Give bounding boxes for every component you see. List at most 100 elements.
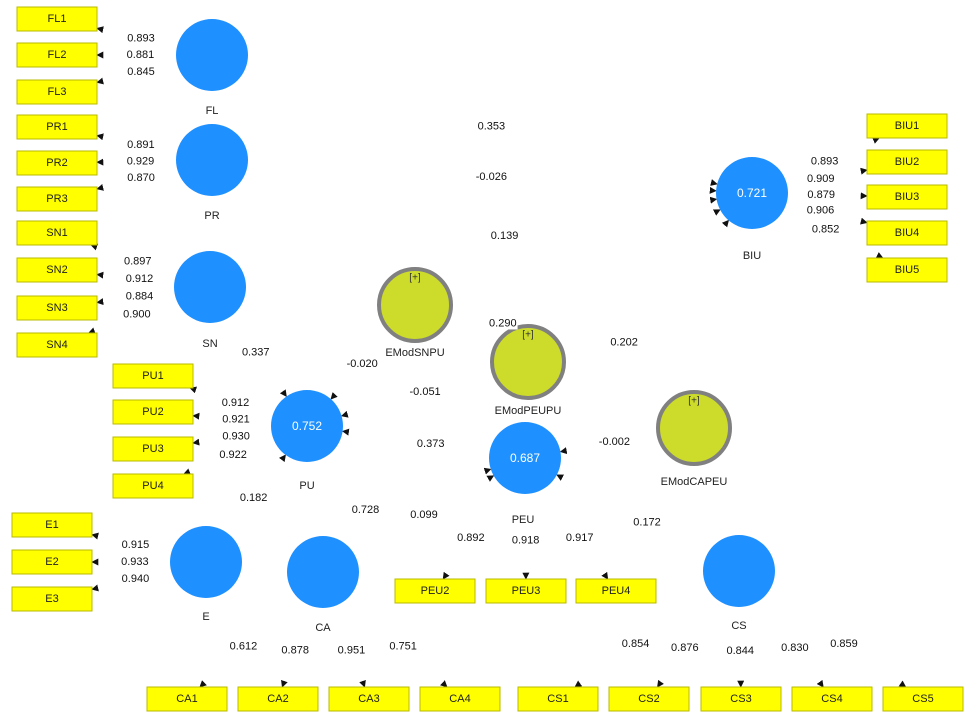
construct-pr[interactable]: PR [176, 124, 248, 222]
moderator-circle [490, 324, 566, 400]
indicator-label: FL3 [48, 86, 67, 98]
indicator-sn1[interactable]: SN1 [16, 220, 98, 246]
moderator-circle [377, 267, 453, 343]
moderator-emodpeupu[interactable]: [+]EModPEUPU [490, 324, 566, 417]
indicator-box [112, 399, 194, 425]
loading-label-biu5: 0.852 [812, 224, 840, 236]
indicator-label: CS3 [730, 693, 751, 705]
indicator-cs1[interactable]: CS1 [517, 686, 599, 712]
indicator-label: PEU4 [602, 585, 631, 597]
moderator-coef-emodsnpu: -0.020 [347, 358, 378, 370]
indicator-e3[interactable]: E3 [11, 586, 93, 612]
loading-label-e2: 0.933 [121, 556, 149, 568]
indicator-cs4[interactable]: CS4 [791, 686, 873, 712]
indicator-label: CS5 [912, 693, 933, 705]
indicator-cs3[interactable]: CS3 [700, 686, 782, 712]
indicator-biu1[interactable]: BIU1 [866, 113, 948, 139]
loading-label-ca2: 0.878 [281, 645, 309, 657]
loading-label-fl3: 0.845 [127, 66, 155, 78]
indicator-box [237, 686, 319, 712]
indicator-peu3[interactable]: PEU3 [485, 578, 567, 604]
indicator-box [866, 220, 948, 246]
indicator-label: CS4 [821, 693, 842, 705]
construct-label: CS [731, 620, 746, 632]
construct-label: BIU [743, 250, 761, 262]
indicator-pr3[interactable]: PR3 [16, 186, 98, 212]
expand-icon[interactable]: [+] [409, 273, 421, 284]
indicator-box [608, 686, 690, 712]
indicator-fl3[interactable]: FL3 [16, 79, 98, 105]
indicator-cs2[interactable]: CS2 [608, 686, 690, 712]
indicator-sn3[interactable]: SN3 [16, 295, 98, 321]
indicator-fl1[interactable]: FL1 [16, 6, 98, 32]
indicator-biu4[interactable]: BIU4 [866, 220, 948, 246]
construct-fl[interactable]: FL [176, 19, 248, 117]
indicator-biu3[interactable]: BIU3 [866, 184, 948, 210]
indicator-label: CA3 [358, 693, 379, 705]
indicator-box [517, 686, 599, 712]
indicator-box [328, 686, 410, 712]
indicator-box [16, 114, 98, 140]
indicator-label: PU4 [142, 480, 163, 492]
indicator-peu2[interactable]: PEU2 [394, 578, 476, 604]
loading-label-pu1: 0.912 [222, 397, 250, 409]
loading-label-biu4: 0.906 [807, 205, 835, 217]
indicator-sn4[interactable]: SN4 [16, 332, 98, 358]
construct-label: PU [299, 480, 314, 492]
indicator-peu4[interactable]: PEU4 [575, 578, 657, 604]
loading-label-pu2: 0.921 [222, 414, 250, 426]
indicator-box [16, 332, 98, 358]
expand-icon[interactable]: [+] [688, 396, 700, 407]
indicator-pu2[interactable]: PU2 [112, 399, 194, 425]
indicator-cs5[interactable]: CS5 [882, 686, 964, 712]
indicator-fl2[interactable]: FL2 [16, 42, 98, 68]
indicator-label: BIU3 [895, 191, 919, 203]
indicator-ca1[interactable]: CA1 [146, 686, 228, 712]
indicator-pu3[interactable]: PU3 [112, 436, 194, 462]
indicator-label: PU1 [142, 370, 163, 382]
indicator-pr2[interactable]: PR2 [16, 150, 98, 176]
indicator-label: E3 [45, 593, 58, 605]
indicator-biu2[interactable]: BIU2 [866, 149, 948, 175]
loading-label-cs2: 0.876 [671, 642, 699, 654]
indicator-biu5[interactable]: BIU5 [866, 257, 948, 283]
indicator-label: CA4 [449, 693, 470, 705]
indicator-sn2[interactable]: SN2 [16, 257, 98, 283]
loading-label-e1: 0.915 [122, 539, 150, 551]
indicator-e1[interactable]: E1 [11, 512, 93, 538]
indicator-ca4[interactable]: CA4 [419, 686, 501, 712]
expand-icon[interactable]: [+] [522, 330, 534, 341]
construct-e[interactable]: E [170, 526, 242, 623]
construct-cs[interactable]: CS [703, 535, 775, 632]
indicator-box [575, 578, 657, 604]
construct-ca[interactable]: CA [287, 536, 359, 634]
moderator-emodsnpu[interactable]: [+]EModSNPU [377, 267, 453, 359]
construct-sn[interactable]: SN [174, 251, 246, 350]
indicator-pu4[interactable]: PU4 [112, 473, 194, 499]
indicator-box [16, 220, 98, 246]
indicator-ca2[interactable]: CA2 [237, 686, 319, 712]
indicator-label: BIU1 [895, 120, 919, 132]
indicator-box [11, 586, 93, 612]
indicator-label: CA2 [267, 693, 288, 705]
construct-circle [176, 124, 248, 196]
indicator-pr1[interactable]: PR1 [16, 114, 98, 140]
indicator-pu1[interactable]: PU1 [112, 363, 194, 389]
construct-circle [271, 390, 343, 462]
loading-label-pu4: 0.922 [219, 449, 247, 461]
moderator-emodcapeu[interactable]: [+]EModCAPEU [656, 390, 732, 488]
loading-label-biu1: 0.893 [811, 156, 839, 168]
loading-label-cs4: 0.830 [781, 642, 809, 654]
indicator-ca3[interactable]: CA3 [328, 686, 410, 712]
indicator-label: SN1 [46, 227, 67, 239]
loading-label-cs5: 0.859 [830, 638, 858, 650]
indicator-label: BIU5 [895, 264, 919, 276]
indicator-box [16, 42, 98, 68]
indicator-e2[interactable]: E2 [11, 549, 93, 575]
indicator-box [866, 149, 948, 175]
construct-circle [287, 536, 359, 608]
